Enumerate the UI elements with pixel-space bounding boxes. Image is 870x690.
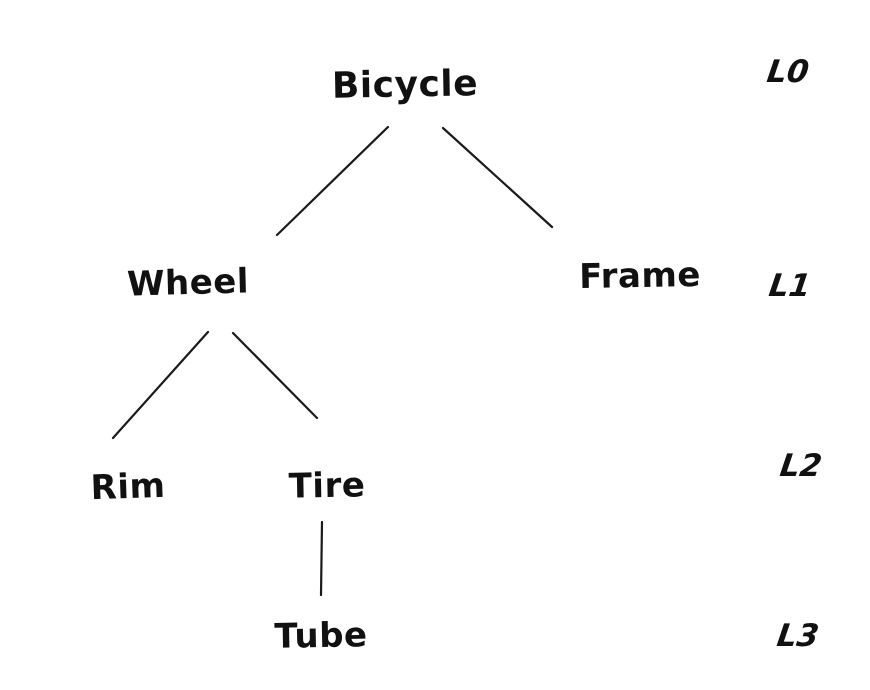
level-label-l2: L2 <box>777 448 825 484</box>
level-label-l0: L0 <box>764 54 812 90</box>
edge-bicycle-frame <box>441 126 554 229</box>
edge-tire-tube <box>319 520 324 597</box>
level-label-l3: L3 <box>774 618 822 654</box>
level-label-l1: L1 <box>766 268 814 304</box>
edge-wheel-tire <box>231 331 319 420</box>
tree-node-rim: Rim <box>89 465 167 509</box>
edge-wheel-rim <box>111 330 210 440</box>
edge-bicycle-wheel <box>275 125 390 237</box>
tree-node-frame: Frame <box>578 254 702 298</box>
tree-node-tube: Tube <box>274 615 368 657</box>
tree-node-tire: Tire <box>288 465 366 507</box>
tree-node-wheel: Wheel <box>126 261 250 305</box>
tree-node-bicycle: Bicycle <box>331 63 479 107</box>
